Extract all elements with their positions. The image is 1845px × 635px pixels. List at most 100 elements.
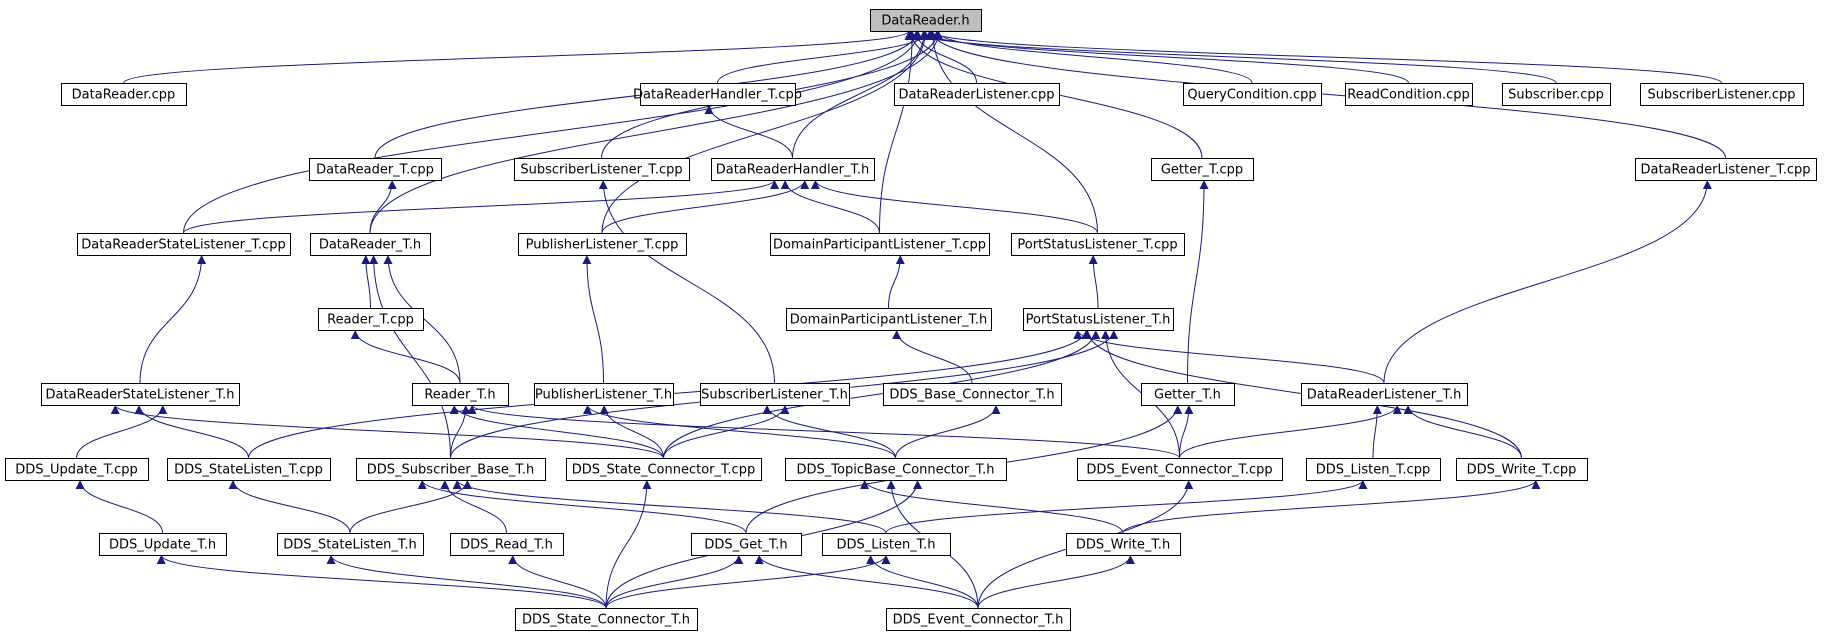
node-datareaderhandler-t-h[interactable]: DataReaderHandler_T.h — [711, 158, 875, 181]
edge-n42-to-n37 — [326, 554, 607, 609]
node-dds-event-connector-t-h[interactable]: DDS_Event_Connector_T.h — [886, 608, 1071, 631]
edge-n14-to-n0 — [369, 30, 944, 234]
node-datareader-h[interactable]: DataReader.h — [870, 9, 982, 32]
edge-n34-to-n27 — [1372, 404, 1382, 459]
node-dds-update-t-cpp[interactable]: DDS_Update_T.cpp — [5, 458, 149, 481]
node-datareaderstatelistener-t-cpp[interactable]: DataReaderStateListener_T.cpp — [77, 233, 291, 256]
edge-n23-to-n15 — [582, 254, 604, 384]
node-portstatuslistener-t-cpp[interactable]: PortStatusListener_T.cpp — [1011, 233, 1185, 256]
node-box — [277, 533, 424, 556]
node-dds-listen-t-cpp[interactable]: DDS_Listen_T.cpp — [1306, 458, 1441, 481]
edge-n5-to-n0 — [918, 30, 1409, 84]
edge-n4-to-n0 — [932, 30, 1253, 84]
edge-n25-to-n19 — [892, 329, 973, 384]
edge-n16-to-n10 — [780, 179, 880, 234]
edge-n17-to-n10 — [810, 179, 1098, 234]
node-label: DomainParticipantListener_T.cpp — [773, 238, 986, 253]
node-publisherlistener-t-h[interactable]: PublisherListener_T.h — [534, 383, 674, 406]
node-subscriber-cpp[interactable]: Subscriber.cpp — [1502, 83, 1611, 106]
node-box — [1066, 533, 1181, 556]
node-datareader-cpp[interactable]: DataReader.cpp — [61, 83, 187, 106]
node-box — [640, 83, 796, 106]
edge-n7-to-n0 — [926, 30, 1722, 84]
node-readcondition-cpp[interactable]: ReadCondition.cpp — [1345, 83, 1473, 106]
node-datareaderlistener-t-h[interactable]: DataReaderListener_T.h — [1301, 383, 1468, 406]
node-label: DDS_Event_Connector_T.h — [893, 613, 1064, 628]
node-publisherlistener-t-cpp[interactable]: PublisherListener_T.cpp — [518, 233, 687, 256]
edge-n27-to-n20 — [1073, 329, 1385, 384]
node-subscriberlistener-t-cpp[interactable]: SubscriberListener_T.cpp — [514, 158, 690, 181]
node-box — [894, 83, 1060, 106]
node-dds-subscriber-base-t-h[interactable]: DDS_Subscriber_Base_T.h — [356, 458, 546, 481]
node-datareader-t-cpp[interactable]: DataReader_T.cpp — [309, 158, 442, 181]
node-datareaderlistener-cpp[interactable]: DataReaderListener.cpp — [894, 83, 1060, 106]
node-datareaderlistener-t-cpp[interactable]: DataReaderListener_T.cpp — [1635, 158, 1817, 181]
node-box — [786, 308, 992, 331]
node-label: Getter_T.h — [1154, 388, 1221, 403]
edge-n40-to-n30 — [452, 479, 887, 534]
node-subscriberlistener-t-h[interactable]: SubscriberListener_T.h — [700, 383, 850, 406]
node-datareaderhandler-t-cpp[interactable]: DataReaderHandler_T.cpp — [633, 83, 802, 106]
node-dds-listen-t-h[interactable]: DDS_Listen_T.h — [822, 533, 951, 556]
node-label: PublisherListener_T.h — [535, 388, 672, 403]
node-domainparticipantlistener-t-cpp[interactable]: DomainParticipantListener_T.cpp — [770, 233, 990, 256]
node-portstatuslistener-t-h[interactable]: PortStatusListener_T.h — [1023, 308, 1174, 331]
node-box — [412, 383, 509, 406]
node-dds-write-t-h[interactable]: DDS_Write_T.h — [1066, 533, 1181, 556]
edge-n38-to-n30 — [440, 479, 507, 534]
node-subscriberlistener-cpp[interactable]: SubscriberListener.cpp — [1640, 83, 1804, 106]
edge-n28-to-n21 — [76, 404, 168, 459]
edge-n13-to-n0 — [183, 30, 923, 234]
edge-n29-to-n21 — [134, 404, 249, 459]
node-box — [356, 458, 546, 481]
node-label: Subscriber.cpp — [1508, 88, 1604, 103]
node-reader-t-h[interactable]: Reader_T.h — [412, 383, 509, 406]
node-dds-write-t-cpp[interactable]: DDS_Write_T.cpp — [1456, 458, 1588, 481]
node-getter-t-h[interactable]: Getter_T.h — [1141, 383, 1235, 406]
node-dds-update-t-h[interactable]: DDS_Update_T.h — [99, 533, 227, 556]
node-reader-t-cpp[interactable]: Reader_T.cpp — [318, 308, 424, 331]
node-dds-state-connector-t-cpp[interactable]: DDS_State_Connector_T.cpp — [566, 458, 762, 481]
node-dds-read-t-h[interactable]: DDS_Read_T.h — [450, 533, 564, 556]
node-box — [566, 458, 762, 481]
node-getter-t-cpp[interactable]: Getter_T.cpp — [1151, 158, 1254, 181]
node-dds-statelisten-t-cpp[interactable]: DDS_StateListen_T.cpp — [167, 458, 331, 481]
node-box — [1635, 158, 1817, 181]
edge-n21-to-n13 — [139, 254, 207, 384]
node-dds-get-t-h[interactable]: DDS_Get_T.h — [691, 533, 802, 556]
node-datareader-t-h[interactable]: DataReader_T.h — [310, 233, 431, 256]
node-dds-topicbase-connector-t-h[interactable]: DDS_TopicBase_Connector_T.h — [785, 458, 1007, 481]
edge-n35-to-n27 — [1403, 404, 1522, 459]
edge-n31-to-n22 — [449, 404, 664, 459]
node-label: DDS_Subscriber_Base_T.h — [367, 463, 534, 478]
node-label: ReadCondition.cpp — [1347, 88, 1469, 103]
edge-n31-to-n21 — [110, 404, 664, 459]
node-querycondition-cpp[interactable]: QueryCondition.cpp — [1183, 83, 1322, 106]
edge-n13-to-n10 — [183, 179, 779, 234]
node-label: PortStatusListener_T.cpp — [1017, 238, 1177, 253]
edge-layer — [75, 30, 1726, 609]
node-box — [450, 533, 564, 556]
node-dds-event-connector-t-cpp[interactable]: DDS_Event_Connector_T.cpp — [1077, 458, 1283, 481]
node-domainparticipantlistener-t-h[interactable]: DomainParticipantListener_T.h — [786, 308, 992, 331]
node-label: DDS_Listen_T.h — [836, 538, 935, 553]
node-label: Reader_T.cpp — [327, 313, 414, 328]
node-dds-statelisten-t-h[interactable]: DDS_StateListen_T.h — [277, 533, 424, 556]
edge-n18-to-n14 — [361, 254, 371, 309]
node-label: DataReader.h — [881, 14, 969, 29]
edge-n39-to-n30 — [417, 479, 747, 534]
node-datareaderstatelistener-t-h[interactable]: DataReaderStateListener_T.h — [41, 383, 240, 406]
node-label: SubscriberListener_T.cpp — [520, 163, 682, 178]
node-label: PortStatusListener_T.h — [1026, 313, 1171, 328]
node-box — [1306, 458, 1441, 481]
node-box — [515, 608, 698, 631]
node-dds-base-connector-t-h[interactable]: DDS_Base_Connector_T.h — [883, 383, 1062, 406]
node-label: DDS_StateListen_T.h — [283, 538, 416, 553]
node-label: DataReaderHandler_T.h — [716, 163, 870, 178]
node-label: DDS_Update_T.h — [109, 538, 216, 553]
node-label: DDS_Listen_T.cpp — [1316, 463, 1430, 478]
node-box — [770, 233, 990, 256]
edge-n17-to-n0 — [928, 30, 1098, 234]
edge-n16-to-n0 — [879, 30, 917, 234]
node-dds-state-connector-t-h[interactable]: DDS_State_Connector_T.h — [515, 608, 698, 631]
